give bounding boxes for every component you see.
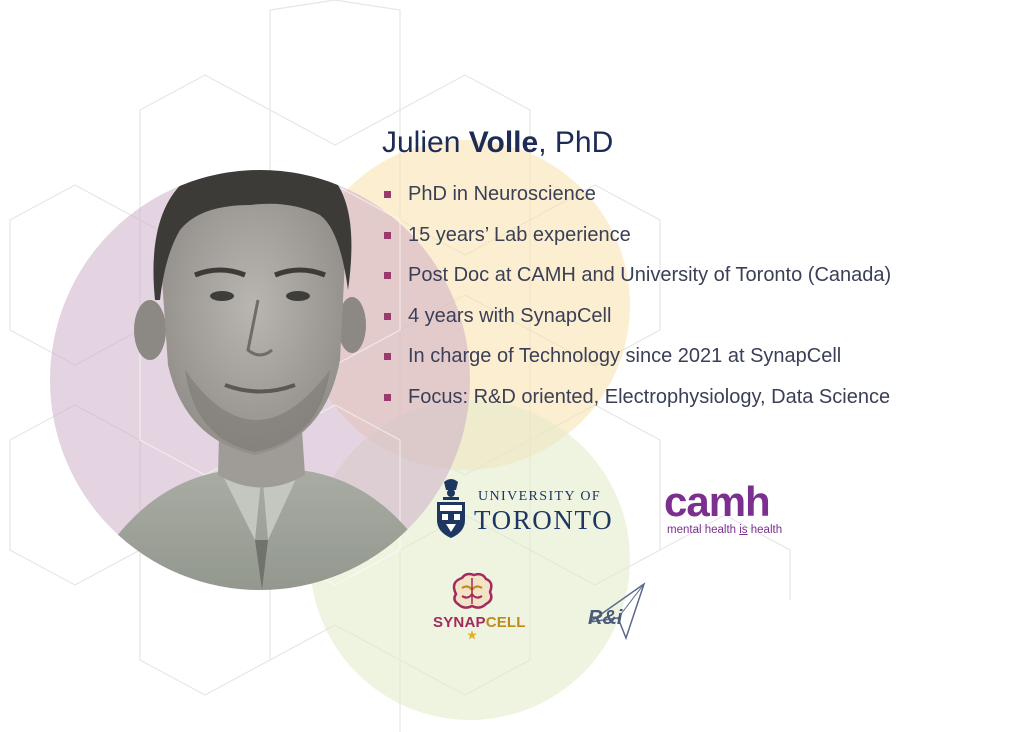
uoft-line2: TORONTO <box>474 505 614 535</box>
camh-tag-before: mental health <box>667 524 740 536</box>
last-name: Volle <box>468 126 539 159</box>
bullet-text: In charge of Technology since 2021 at Sy… <box>408 345 842 368</box>
camh-tagline: mental health is health <box>667 524 782 536</box>
list-item: In charge of Technology since 2021 at Sy… <box>384 336 891 377</box>
star-icon <box>467 630 477 640</box>
credentials-list: PhD in Neuroscience 15 years’ Lab experi… <box>384 174 891 418</box>
bullet-square-icon <box>384 312 391 320</box>
bullet-text: PhD in Neuroscience <box>408 183 596 205</box>
uoft-line1: UNIVERSITY OF <box>478 489 602 504</box>
synapcell-part2: CELL <box>485 614 526 631</box>
university-of-toronto-logo: UNIVERSITY OF TORONTO <box>434 476 624 542</box>
brain-icon <box>452 572 493 609</box>
list-item: 4 years with SynapCell <box>384 296 891 337</box>
bullet-square-icon <box>384 353 391 361</box>
synapcell-logo: SYNAPCELL <box>432 570 542 640</box>
bullet-square-icon <box>384 272 391 280</box>
bullet-square-icon <box>384 393 391 401</box>
list-item: Focus: R&D oriented, Electrophysiology, … <box>384 377 891 418</box>
bullet-text: Focus: R&D oriented, Electrophysiology, … <box>408 385 891 408</box>
list-item: Post Doc at CAMH and University of Toron… <box>384 255 891 296</box>
bullet-square-icon <box>384 191 391 198</box>
bullet-text: 4 years with SynapCell <box>408 304 612 327</box>
degree-suffix: , PhD <box>538 126 614 159</box>
camh-tag-after: health <box>747 524 783 536</box>
uoft-crest-icon <box>437 479 465 538</box>
camh-logo: camh mental health is health <box>664 478 784 542</box>
bullet-text: 15 years’ Lab experience <box>408 223 631 246</box>
r-and-i-logo: R&i <box>588 582 646 640</box>
camh-wordmark: camh <box>664 478 771 525</box>
bullet-square-icon <box>384 231 391 239</box>
bullet-text: Post Doc at CAMH and University of Toron… <box>408 264 892 287</box>
synapcell-wordmark: SYNAPCELL <box>433 614 526 631</box>
list-item: PhD in Neuroscience <box>384 174 891 215</box>
first-name: Julien <box>382 126 461 159</box>
list-item: 15 years’ Lab experience <box>384 215 891 256</box>
synapcell-part1: SYNAP <box>433 614 486 631</box>
camh-tag-is: is <box>739 524 748 536</box>
ri-text: R&i <box>588 607 623 629</box>
profile-name-heading: Julien Volle, PhD <box>382 126 613 160</box>
